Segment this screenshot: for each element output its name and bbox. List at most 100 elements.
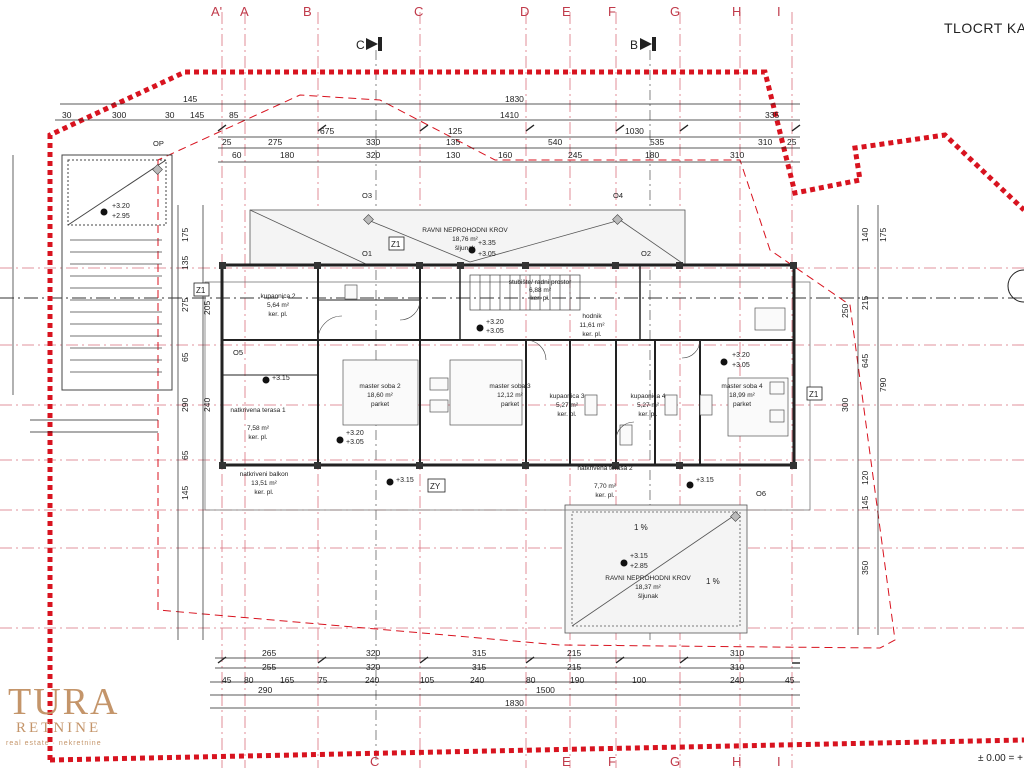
level-value: +3.35 bbox=[478, 240, 496, 247]
dimension-right: 145 bbox=[860, 496, 870, 510]
dimension-left: 240 bbox=[202, 398, 212, 412]
plot-boundary-bottom bbox=[49, 737, 1024, 763]
dimension-left: 135 bbox=[180, 256, 190, 270]
room-floor: ker. pl. bbox=[530, 295, 549, 302]
room-area: 5,64 m² bbox=[267, 302, 290, 309]
room-area: 12,12 m² bbox=[497, 392, 523, 399]
room-name: RAVNI NEPROHODNI KROV bbox=[605, 575, 691, 582]
grid-label-bottom: C bbox=[370, 754, 379, 768]
grid-label-top: G bbox=[670, 4, 680, 19]
dimension-right: 175 bbox=[878, 228, 888, 242]
dimension-top: 1030 bbox=[625, 126, 644, 136]
dim-text-bottom: 265 320 315 215 310 255 320 315 215 310 … bbox=[222, 648, 795, 708]
room-name: natkriveni balkon bbox=[240, 471, 289, 478]
drain-labels: OP O3 O4 O1 O2 O5 O6 bbox=[153, 139, 766, 498]
dimension-bottom: 240 bbox=[730, 675, 744, 685]
level-value: +2.85 bbox=[630, 563, 648, 570]
room-area: 11,61 m² bbox=[579, 322, 605, 329]
grid-label-top: B bbox=[303, 4, 312, 19]
level-value: +3.20 bbox=[486, 319, 504, 326]
dimension-top: 60 bbox=[232, 150, 242, 160]
drain-label: O3 bbox=[362, 191, 372, 200]
dimension-right: 250 bbox=[840, 304, 850, 318]
drain-label: O5 bbox=[233, 348, 243, 357]
dimension-left: 290 bbox=[180, 398, 190, 412]
room-kupaonica-2: kupaonica 2 5,64 m² ker. pl. bbox=[260, 293, 295, 318]
dimension-top: 25 bbox=[222, 137, 232, 147]
logo-main-text: TURA bbox=[8, 681, 120, 723]
dimension-top: 135 bbox=[446, 137, 460, 147]
window-tag: ZY bbox=[430, 482, 441, 491]
dimension-bottom: 190 bbox=[570, 675, 584, 685]
dimension-top: 300 bbox=[112, 110, 126, 120]
columns bbox=[219, 262, 797, 469]
grid-label-top: A bbox=[240, 4, 249, 19]
dimension-bottom: 45 bbox=[222, 675, 232, 685]
dimension-bottom: 80 bbox=[526, 675, 536, 685]
dimension-bottom: 215 bbox=[567, 662, 581, 672]
room-floor: ker. pl. bbox=[248, 434, 267, 441]
dimension-bottom: 310 bbox=[730, 662, 744, 672]
dimension-top: 30 bbox=[165, 110, 175, 120]
dimension-bottom: 315 bbox=[472, 662, 486, 672]
room-area: 18,76 m² bbox=[452, 236, 478, 243]
dimension-bottom: 240 bbox=[365, 675, 379, 685]
room-name: master soba 3 bbox=[489, 383, 531, 390]
room-floor: parket bbox=[371, 401, 389, 408]
dimension-top: 310 bbox=[730, 150, 744, 160]
section-label-b: B bbox=[630, 38, 638, 52]
room-area: 5,27 m² bbox=[556, 402, 579, 409]
dimension-bottom: 75 bbox=[318, 675, 328, 685]
room-name: kupaonica 2 bbox=[260, 293, 295, 300]
level-value: +3.05 bbox=[732, 362, 750, 369]
grid-label-top: E bbox=[562, 4, 571, 19]
dimension-ticks bbox=[217, 124, 801, 664]
dimension-left: 275 bbox=[180, 298, 190, 312]
drain-label: OP bbox=[153, 139, 164, 148]
grid-labels-bottom: C E F G H I bbox=[370, 754, 781, 768]
dimension-bottom: 255 bbox=[262, 662, 276, 672]
room-area: 18,37 m² bbox=[635, 584, 661, 591]
grid-label-top: F bbox=[608, 4, 616, 19]
room-area: 6,88 m² bbox=[529, 287, 552, 294]
room-name: master soba 4 bbox=[721, 383, 763, 390]
outbuilding bbox=[61, 154, 173, 391]
room-name: RAVNI NEPROHODNI KROV bbox=[422, 227, 508, 234]
level-value: +3.15 bbox=[696, 477, 714, 484]
dimension-bottom: 1830 bbox=[505, 698, 524, 708]
logo-sub-text: RETNINE bbox=[16, 720, 102, 736]
drain-label: O6 bbox=[756, 489, 766, 498]
dimension-top: 145 bbox=[190, 110, 204, 120]
dimension-top: 180 bbox=[645, 150, 659, 160]
dimension-left: 145 bbox=[180, 486, 190, 500]
dimension-top: 1830 bbox=[505, 94, 524, 104]
slope-value: 1 % bbox=[706, 577, 720, 586]
dimension-top: 675 bbox=[320, 126, 334, 136]
room-area: 7,70 m² bbox=[594, 483, 617, 490]
dimension-right: 350 bbox=[860, 561, 870, 575]
window-tags: Z1 Z1 Z1 ZY bbox=[193, 236, 823, 493]
level-markers: +3.20 +2.95 +3.35 +3.05 +3.20 +3.05 +3.2… bbox=[112, 203, 750, 570]
roof-line bbox=[157, 94, 896, 649]
room-floor: ker. pl. bbox=[595, 492, 614, 499]
dimension-lines bbox=[12, 103, 879, 709]
dimension-left: 65 bbox=[180, 352, 190, 362]
room-area: 7,58 m² bbox=[247, 425, 270, 432]
room-floor: ker. pl. bbox=[268, 311, 287, 318]
grid-label-bottom: I bbox=[777, 754, 781, 768]
room-name: kupaonica 3 bbox=[549, 393, 584, 400]
grid-label-bottom: H bbox=[732, 754, 741, 768]
dimension-right: 120 bbox=[860, 471, 870, 485]
level-value: +3.15 bbox=[630, 553, 648, 560]
room-name: natkrivena terasa 2 bbox=[577, 465, 633, 472]
dimension-left: 65 bbox=[180, 450, 190, 460]
dimension-top: 180 bbox=[280, 150, 294, 160]
dimension-bottom: 105 bbox=[420, 675, 434, 685]
dimension-top: 330 bbox=[366, 137, 380, 147]
dimension-top: 25 bbox=[787, 137, 797, 147]
